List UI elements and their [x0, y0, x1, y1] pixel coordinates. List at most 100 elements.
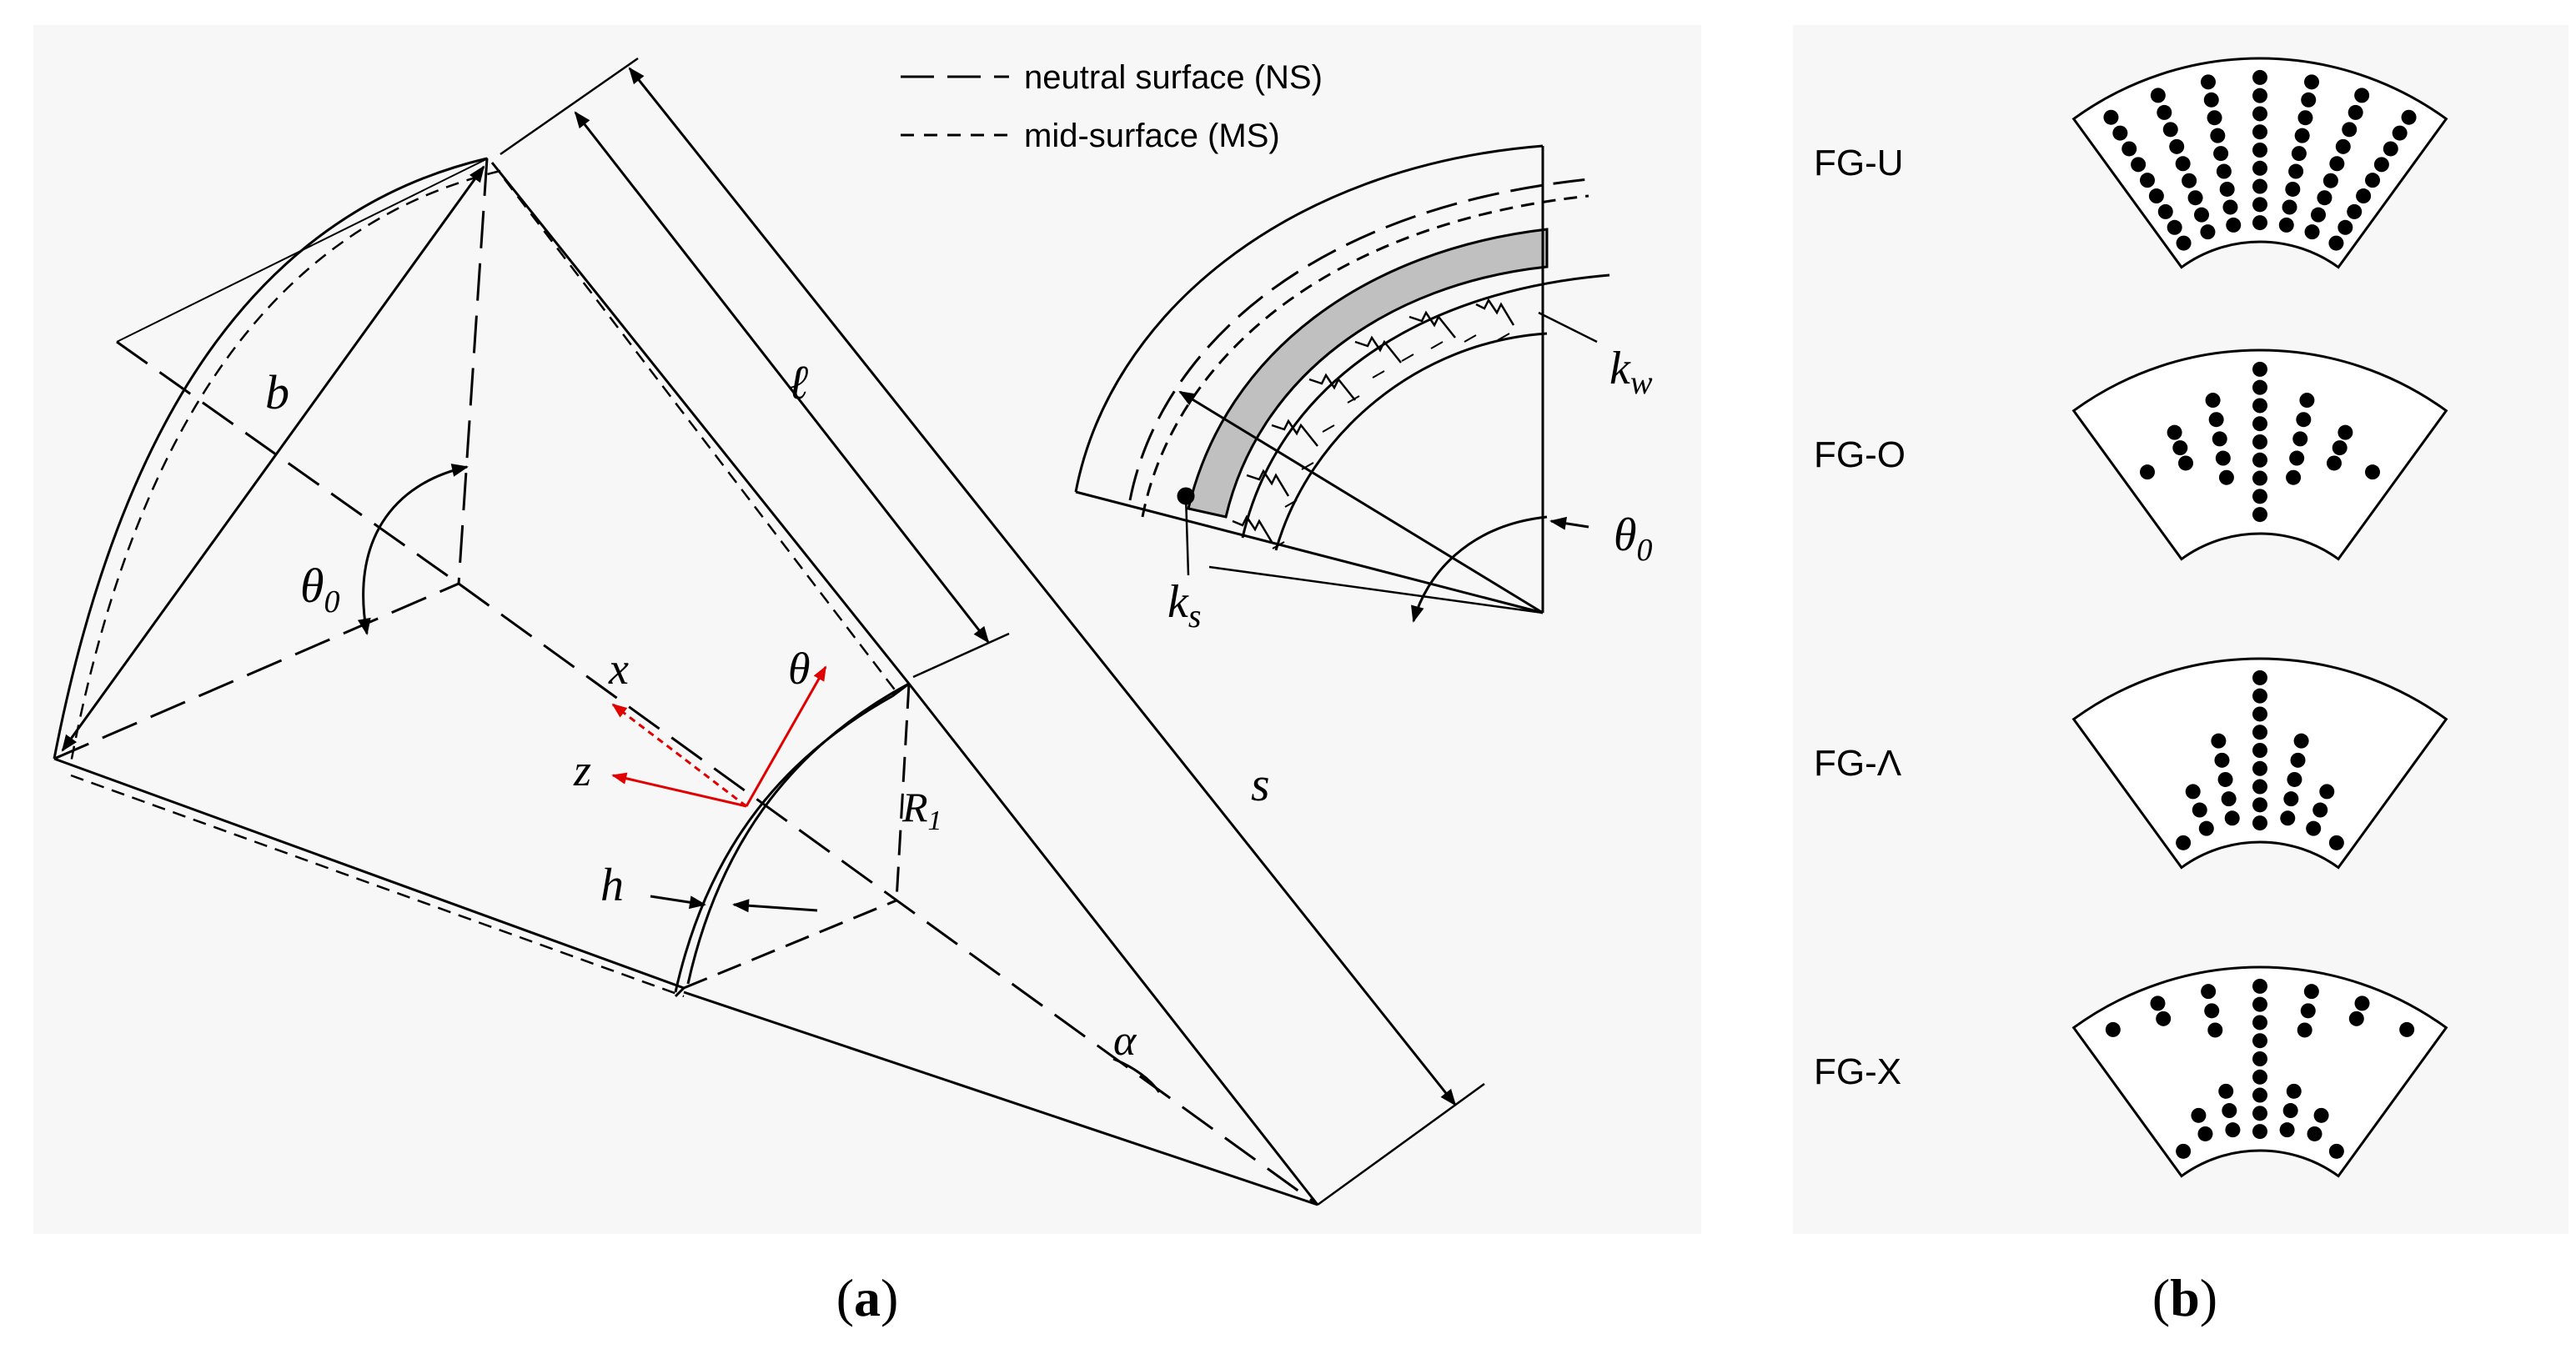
inset-bottom-edge — [1075, 490, 1544, 614]
fg-particle-dot — [2185, 784, 2201, 800]
s-extension-top — [500, 57, 639, 156]
fg-particle-dot — [2252, 507, 2267, 523]
fg-particle-dot — [2252, 398, 2267, 414]
fg-particle-dot — [2176, 835, 2192, 850]
label-kw: kw — [1609, 343, 1653, 401]
fg-particle-dot — [2122, 141, 2137, 157]
fg-particle-dot — [2169, 138, 2185, 154]
fg-pattern-label: FG-O — [1814, 434, 1906, 475]
fg-particle-dot — [2214, 752, 2230, 768]
fg-particle-dot — [2280, 810, 2296, 826]
fg-particle-dot — [2290, 752, 2306, 768]
label-h: h — [600, 860, 624, 911]
fg-particle-dot — [2112, 125, 2128, 141]
label-s: s — [1251, 757, 1270, 811]
fg-pattern-label: FG-U — [1814, 143, 1904, 183]
fg-particle-dot — [2348, 104, 2363, 120]
fg-particle-dot — [2303, 984, 2319, 1000]
fg-particle-dot — [2252, 215, 2267, 231]
kw-leader — [1538, 311, 1598, 344]
inset-fg-layer — [1187, 228, 1549, 519]
fg-particle-dot — [2285, 181, 2301, 197]
fg-particle-dot — [2225, 1122, 2241, 1138]
fg-particle-dot — [2178, 455, 2194, 471]
fg-particle-dot — [2176, 1143, 2192, 1159]
fg-particle-dot — [2211, 733, 2227, 749]
fg-particle-dot — [2213, 146, 2229, 162]
caption-b: (b) — [2152, 1268, 2217, 1327]
theta0-angle-arc — [357, 464, 469, 635]
fg-particle-dot — [2150, 88, 2166, 103]
inset-spring-5 — [1354, 335, 1402, 364]
fg-particle-dot — [2304, 74, 2320, 90]
fg-particle-dot — [2252, 815, 2267, 831]
b-dimension-arrow — [61, 165, 485, 752]
fg-particle-dot — [2219, 181, 2235, 197]
fg-particle-dot — [2399, 1021, 2415, 1037]
label-b: b — [265, 365, 289, 419]
label-x: x — [608, 644, 629, 694]
fg-particle-dot — [2218, 1083, 2234, 1099]
fg-particle-dot — [2167, 219, 2182, 235]
fg-particle-dot — [2252, 69, 2267, 85]
fg-particle-dot — [2392, 125, 2408, 141]
fg-particle-dot — [2252, 452, 2267, 468]
fg-particle-dot — [2328, 235, 2344, 251]
fg-particle-dot — [2252, 996, 2267, 1012]
fg-particle-dot — [2193, 207, 2209, 223]
fg-particle-dot — [2105, 1021, 2121, 1037]
fg-particle-dot — [2167, 424, 2182, 440]
label-R1: R1 — [901, 784, 942, 836]
fg-pattern-label: FG-Λ — [1814, 743, 1902, 784]
fg-particle-dot — [2373, 157, 2389, 173]
fg-particle-dot — [2294, 128, 2310, 143]
fg-particle-dot — [2252, 1087, 2267, 1103]
fg-particle-dot — [2252, 1033, 2267, 1049]
fg-particle-dot — [2301, 92, 2317, 108]
h-arrow-left — [650, 895, 706, 910]
fg-particle-dot — [2131, 157, 2147, 173]
fg-particle-dot — [2289, 450, 2305, 466]
outer-generator-bottom — [53, 757, 685, 990]
fg-particle-dot — [2313, 1107, 2329, 1123]
label-ell: ℓ — [788, 355, 808, 409]
fg-particle-dot — [2354, 88, 2370, 103]
inset-spring-3 — [1271, 419, 1318, 447]
conical-shell-drawing — [53, 57, 1485, 1206]
panel-b: FG-U FG-O FG-Λ FG-X (b) — [1793, 25, 2568, 1327]
inset-outer-surface — [1074, 144, 1544, 493]
fg-particle-dot — [2354, 995, 2370, 1011]
fg-particle-dot — [2252, 143, 2267, 158]
fg-particle-dot — [2103, 109, 2119, 125]
fg-particle-dot — [2157, 203, 2173, 219]
legend-ns-text: neutral surface (NS) — [1024, 59, 1323, 96]
fg-particle-dot — [2215, 450, 2231, 466]
x-axis-arrow — [611, 703, 747, 808]
fg-particle-dot — [2175, 156, 2191, 172]
fg-particle-dot — [2283, 791, 2299, 807]
fg-particle-dot — [2335, 138, 2351, 154]
fg-particle-dot — [2198, 820, 2214, 836]
fg-particle-dot — [2297, 110, 2313, 126]
fg-particle-dot — [2252, 1069, 2267, 1085]
fg-particle-dot — [2148, 188, 2164, 204]
inset-spring-6 — [1409, 310, 1456, 339]
fg-particle-dot — [2252, 379, 2267, 395]
fg-particle-dot — [2383, 141, 2398, 157]
fg-particle-dot — [2342, 122, 2358, 138]
fg-particle-dot — [2252, 760, 2267, 776]
fg-particle-dot — [2287, 771, 2302, 787]
fg-particle-dot — [2296, 412, 2312, 428]
fg-particle-dot — [2191, 1107, 2207, 1123]
inset-spring-4 — [1308, 373, 1356, 401]
fg-particle-dot — [2328, 1143, 2344, 1159]
fg-particle-dot — [2212, 431, 2227, 447]
fg-particle-dot — [2306, 820, 2322, 836]
label-ks: ks — [1167, 576, 1201, 634]
fg-particle-dot — [2252, 470, 2267, 486]
fg-particle-dot — [2172, 440, 2188, 456]
h-arrow-right — [732, 899, 818, 913]
inset-spring-1 — [1232, 514, 1273, 543]
fg-sector-fg-x: FG-X — [1814, 965, 2448, 1178]
fg-particle-dot — [2292, 431, 2308, 447]
